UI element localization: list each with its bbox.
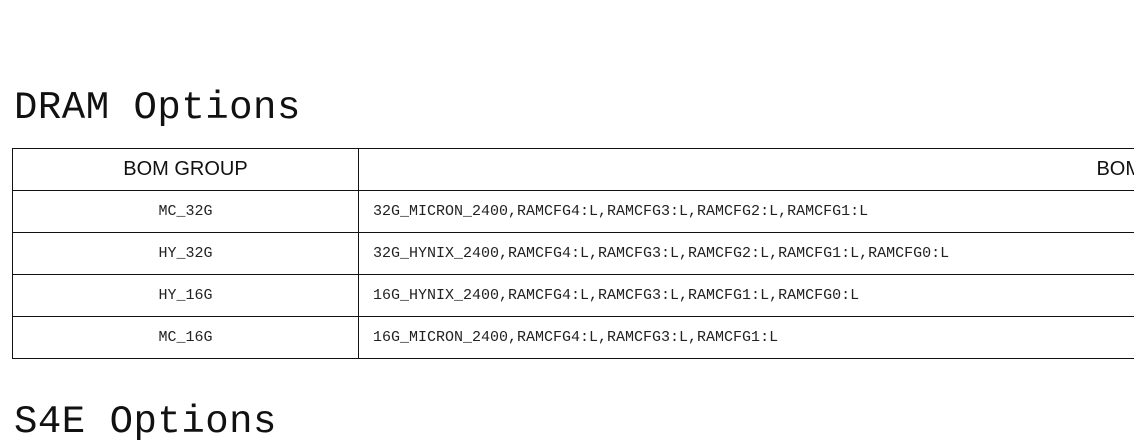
table-row: HY_16G 16G_HYNIX_2400,RAMCFG4:L,RAMCFG3:… [13, 275, 1134, 317]
bom-cell: 16G_HYNIX_2400,RAMCFG4:L,RAMCFG3:L,RAMCF… [359, 275, 1134, 317]
table-row: MC_32G 32G_MICRON_2400,RAMCFG4:L,RAMCFG3… [13, 191, 1134, 233]
column-header-bom: BOM [359, 149, 1134, 191]
bom-group-cell: HY_32G [13, 233, 359, 275]
page-title: DRAM Options [14, 84, 301, 132]
bom-group-cell: MC_32G [13, 191, 359, 233]
section-title-s4e-options: S4E Options [14, 398, 277, 446]
column-header-bom-group: BOM GROUP [13, 149, 359, 191]
table-row: MC_16G 16G_MICRON_2400,RAMCFG4:L,RAMCFG3… [13, 317, 1134, 359]
bom-group-cell: HY_16G [13, 275, 359, 317]
bom-cell: 32G_HYNIX_2400,RAMCFG4:L,RAMCFG3:L,RAMCF… [359, 233, 1134, 275]
table-header-row: BOM GROUP BOM [13, 149, 1134, 191]
bom-group-cell: MC_16G [13, 317, 359, 359]
bom-cell: 16G_MICRON_2400,RAMCFG4:L,RAMCFG3:L,RAMC… [359, 317, 1134, 359]
table-row: HY_32G 32G_HYNIX_2400,RAMCFG4:L,RAMCFG3:… [13, 233, 1134, 275]
bom-cell: 32G_MICRON_2400,RAMCFG4:L,RAMCFG3:L,RAMC… [359, 191, 1134, 233]
bom-options-table: BOM GROUP BOM MC_32G 32G_MICRON_2400,RAM… [12, 148, 1134, 359]
